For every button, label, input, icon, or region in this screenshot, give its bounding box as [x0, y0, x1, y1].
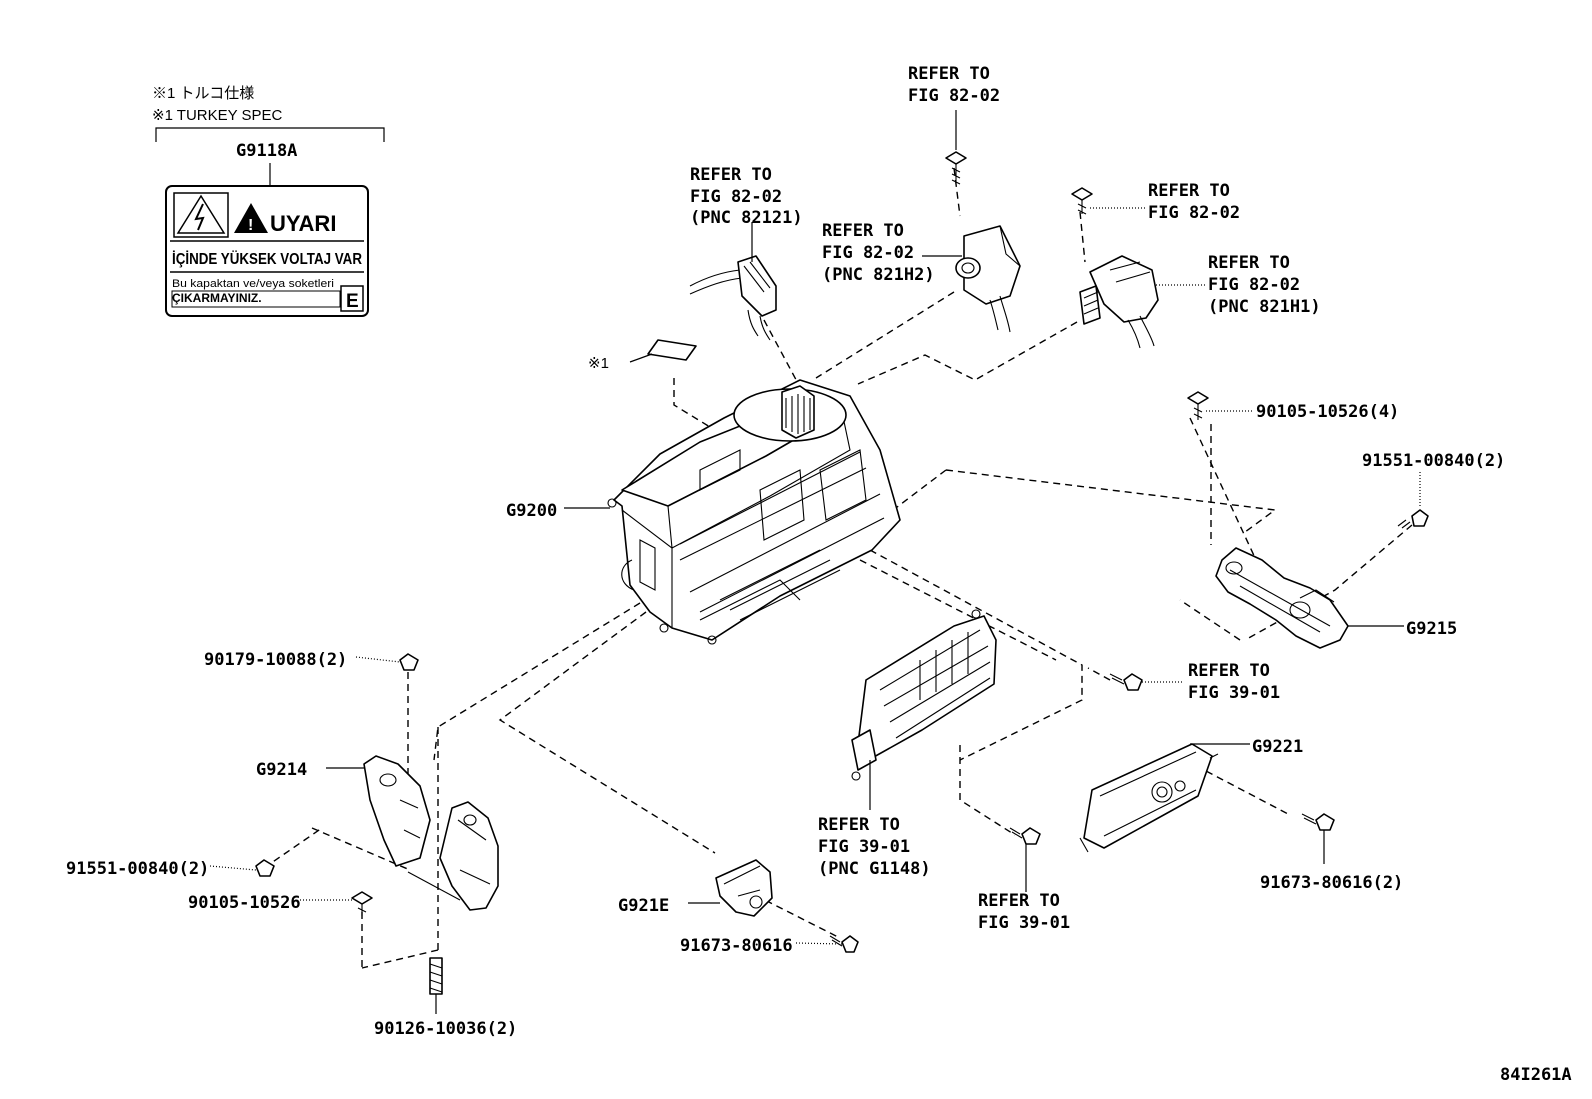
part-91673-double: 91673-80616(2)	[1260, 873, 1403, 893]
refer-right-bolt-line1: REFER TO	[1148, 181, 1230, 201]
refer-821h2-line1: REFER TO	[822, 221, 904, 241]
refer-82121-label: REFER TO FIG 82-02 (PNC 82121)	[690, 165, 803, 228]
refer-82121-line1: REFER TO	[690, 165, 772, 185]
refer-821h1-label: REFER TO FIG 82-02 (PNC 821H1)	[1208, 253, 1321, 317]
warning-triangle-icon	[234, 203, 268, 233]
warning-title: UYARI	[270, 211, 336, 236]
refer-3901-a-line2: FIG 39-01	[1188, 683, 1280, 703]
part-g9221: G9221	[1252, 737, 1303, 757]
refer-g1148-line2: FIG 39-01	[818, 837, 910, 857]
refer-3901-b-label: REFER TO FIG 39-01	[978, 891, 1070, 933]
part-90105-10526: 90105-10526	[188, 893, 301, 913]
refer-top-bolt-line1: REFER TO	[908, 64, 990, 84]
warning-label: ! UYARI İÇİNDE YÜKSEK VOLTAJ VAR Bu kapa…	[165, 185, 369, 317]
refer-3901-a-line1: REFER TO	[1188, 661, 1270, 681]
refer-g1148-line1: REFER TO	[818, 815, 900, 835]
nut-90179	[399, 653, 419, 671]
refer-top-bolt-line2: FIG 82-02	[908, 86, 1000, 106]
terminal-board-g1148	[851, 609, 997, 781]
refer-821h2-line2: FIG 82-02	[822, 243, 914, 263]
bolt-39-01-b	[1009, 827, 1041, 845]
part-90179: 90179-10088(2)	[204, 650, 347, 670]
bracket-g9214	[363, 755, 499, 911]
note-line-en: ※1 TURKEY SPEC	[152, 107, 283, 124]
leader-lines	[209, 110, 1421, 1014]
refer-821h1-line3: (PNC 821H1)	[1208, 297, 1321, 317]
part-91551-left: 91551-00840(2)	[66, 859, 209, 879]
refer-821h1-line2: FIG 82-02	[1208, 275, 1300, 295]
part-91673-single: 91673-80616	[680, 936, 793, 956]
bolt-39-01-a	[1109, 673, 1143, 691]
warning-line-1: İÇİNDE YÜKSEK VOLTAJ VAR	[172, 251, 362, 268]
warning-label-sticker	[647, 339, 697, 361]
figure-id: 84I261A	[1500, 1065, 1572, 1085]
warning-line-3: ÇIKARMAYINIZ.	[172, 291, 262, 305]
part-90105-10526-4: 90105-10526(4)	[1256, 402, 1399, 422]
refer-82121-line2: FIG 82-02	[690, 187, 782, 207]
bolt-91673-single	[829, 935, 859, 953]
turkey-spec-note: ※1 トルコ仕様 ※1 TURKEY SPEC G9118A	[152, 85, 385, 185]
inverter-assembly	[607, 379, 901, 645]
refer-right-bolt-label: REFER TO FIG 82-02	[1148, 181, 1240, 223]
refer-3901-a-label: REFER TO FIG 39-01	[1188, 661, 1280, 703]
refer-3901-b-line2: FIG 39-01	[978, 913, 1070, 933]
warning-line-2: Bu kapaktan ve/veya soketleri	[172, 278, 334, 290]
part-91551-right: 91551-00840(2)	[1362, 451, 1505, 471]
refer-821h2-label: REFER TO FIG 82-02 (PNC 821H2)	[822, 221, 935, 285]
high-voltage-icon	[176, 194, 226, 234]
label-part-number: G9118A	[236, 141, 297, 161]
part-g9200: G9200	[506, 501, 557, 521]
note-ref-callout: ※1	[588, 355, 609, 372]
cover-plate-g9221	[1079, 743, 1219, 853]
note-line-jp: ※1 トルコ仕様	[152, 85, 254, 102]
refer-g1148-line3: (PNC G1148)	[818, 859, 931, 879]
warning-letter: E	[346, 291, 359, 312]
part-90126: 90126-10036(2)	[374, 1019, 517, 1039]
part-g921e: G921E	[618, 896, 669, 916]
refer-top-bolt-label: REFER TO FIG 82-02	[908, 64, 1000, 106]
bolt-90105-right	[1187, 391, 1209, 420]
bracket-g9215	[1215, 547, 1349, 649]
cable-connector-821h1	[1071, 187, 1159, 349]
refer-821h2-line3: (PNC 821H2)	[822, 265, 935, 285]
nut-91551-right	[1397, 509, 1429, 529]
part-g9214: G9214	[256, 760, 307, 780]
refer-3901-b-line1: REFER TO	[978, 891, 1060, 911]
cable-connector-821h2	[945, 151, 1021, 333]
part-g9215: G9215	[1406, 619, 1457, 639]
refer-right-bolt-line2: FIG 82-02	[1148, 203, 1240, 223]
stud-90126	[429, 957, 443, 995]
refer-82121-line3: (PNC 82121)	[690, 208, 803, 228]
refer-821h1-line1: REFER TO	[1208, 253, 1290, 273]
bolt-90105-left	[351, 891, 373, 916]
svg-text:!: !	[248, 217, 253, 234]
cover-g921e	[715, 859, 773, 917]
bolt-91673-double	[1301, 813, 1335, 831]
cable-connector-82121	[689, 255, 777, 341]
nut-91551-left	[255, 859, 275, 877]
refer-g1148-label: REFER TO FIG 39-01 (PNC G1148)	[818, 815, 931, 879]
